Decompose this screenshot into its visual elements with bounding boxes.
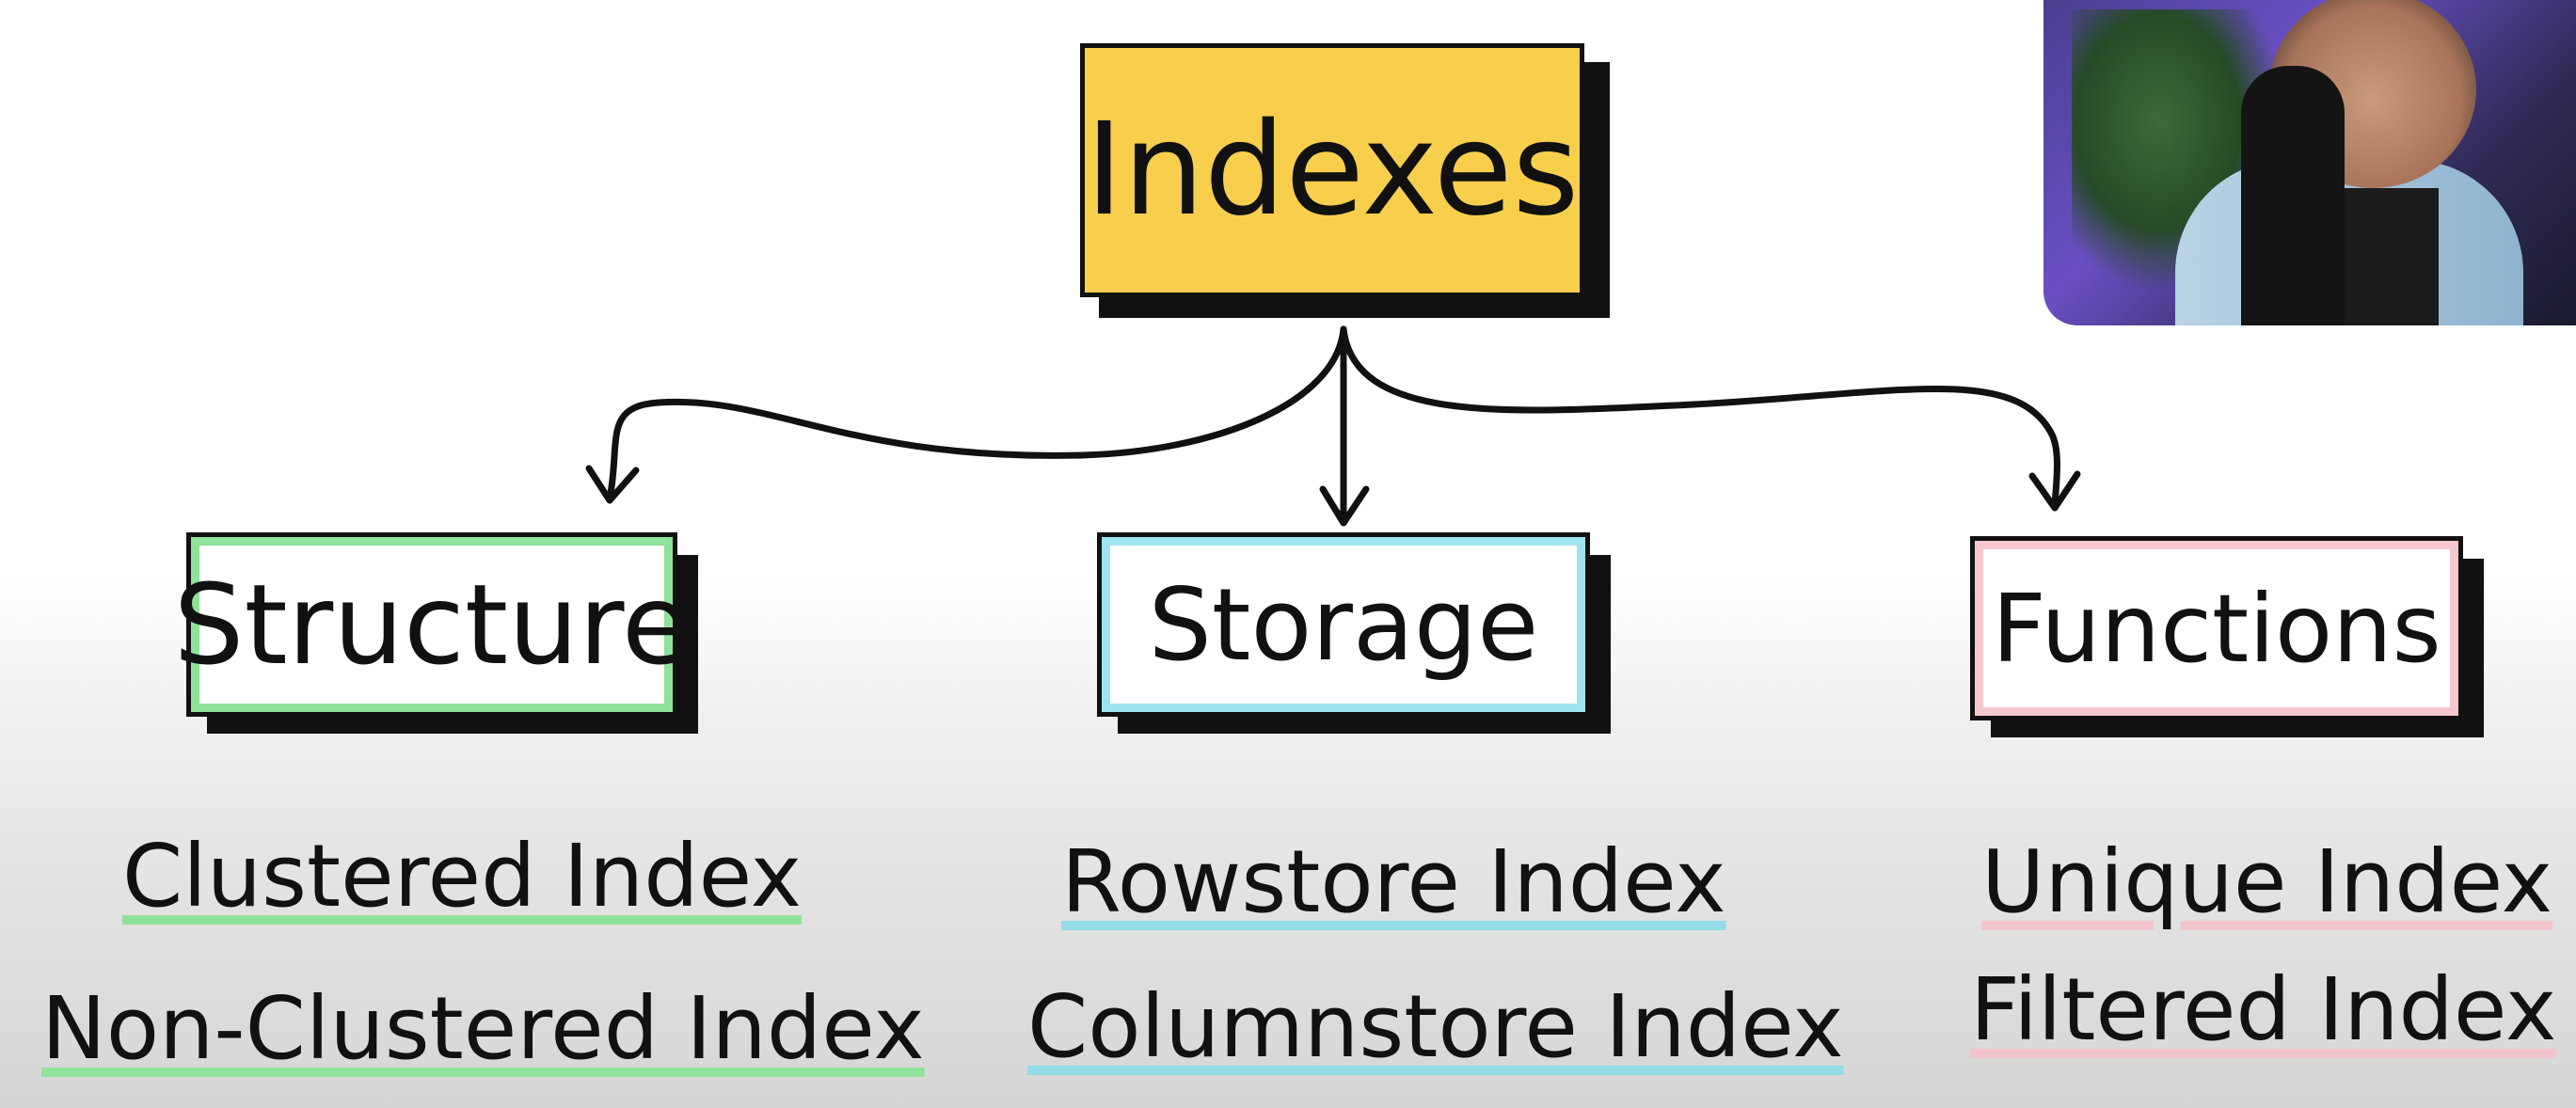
category-structure: Structure: [174, 532, 690, 717]
root-label: Indexes: [1085, 96, 1580, 245]
category-functions-label: Functions: [1992, 573, 2441, 684]
arrowhead-functions: [2028, 470, 2081, 512]
root-node-indexes: Indexes: [1080, 43, 1584, 297]
arrowhead-structure: [585, 465, 640, 504]
item-non-clustered-index: Non-Clustered Index: [41, 978, 925, 1079]
item-filtered-index: Filtered Index: [1970, 959, 2557, 1060]
category-storage-label: Storage: [1148, 566, 1539, 683]
webcam-presenter-tshirt: [2326, 188, 2439, 325]
arrow-to-functions: [1340, 325, 2060, 508]
category-storage: Storage: [1097, 532, 1590, 717]
category-structure-label: Structure: [173, 560, 691, 689]
webcam-microphone: [2241, 66, 2345, 325]
item-clustered-index: Clustered Index: [122, 826, 803, 926]
arrowhead-storage: [1319, 485, 1370, 527]
item-rowstore-index: Rowstore Index: [1061, 831, 1726, 932]
presenter-webcam-overlay: [2043, 0, 2576, 325]
item-unique-index: Unique Index: [1981, 831, 2553, 932]
arrow-to-structure: [606, 325, 1347, 502]
category-functions: Functions: [1970, 536, 2463, 720]
item-columnstore-index: Columnstore Index: [1027, 976, 1844, 1077]
